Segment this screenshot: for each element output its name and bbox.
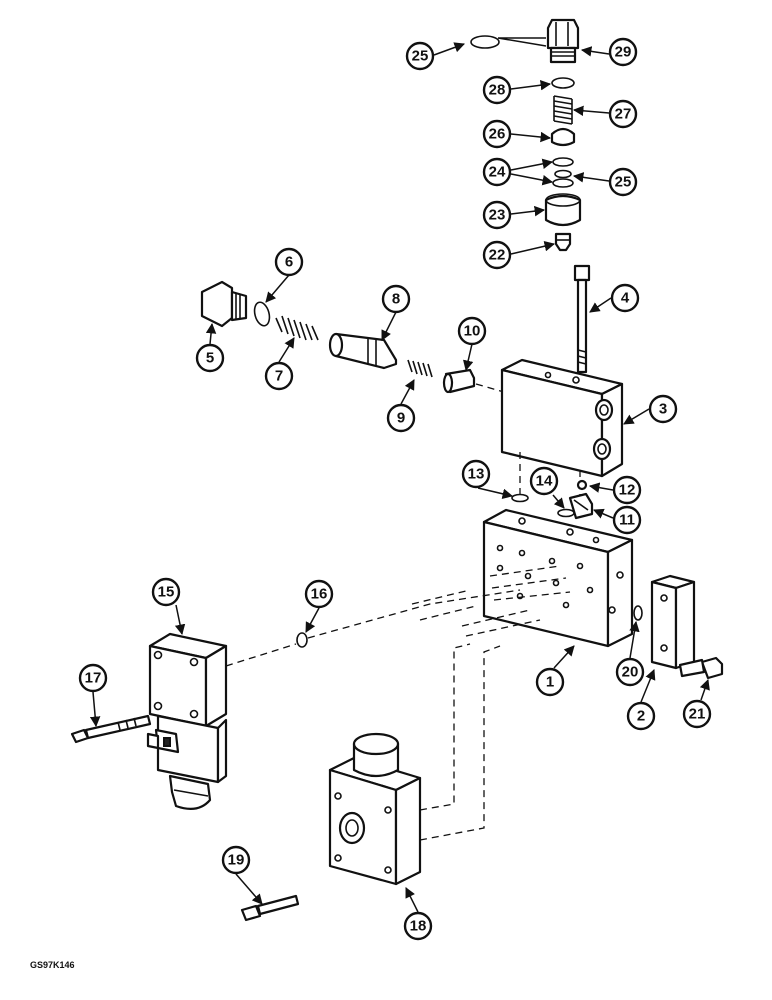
small-parts: [511, 452, 594, 520]
connection-lines: [225, 565, 571, 841]
svg-text:16: 16: [311, 586, 328, 603]
callout-3: 3: [648, 394, 678, 424]
callouts: 25 29 28 27 26 24 25 23 22 6 8 4 5 7 10 …: [78, 37, 712, 941]
svg-text:24: 24: [489, 164, 506, 181]
spring-9: [407, 359, 433, 378]
callout-21: 21: [682, 699, 712, 729]
plate-2: [650, 574, 696, 670]
svg-text:18: 18: [410, 918, 427, 935]
callout-22: 22: [482, 240, 512, 270]
svg-text:1: 1: [546, 674, 554, 691]
washer-20: [633, 605, 643, 621]
svg-text:20: 20: [622, 664, 639, 681]
pin-10: [442, 368, 476, 394]
svg-text:11: 11: [619, 512, 635, 529]
callout-29: 29: [608, 37, 638, 67]
svg-text:6: 6: [285, 254, 293, 271]
callout-27: 27: [608, 99, 638, 129]
svg-text:22: 22: [489, 247, 506, 264]
seat-23: [544, 193, 582, 227]
solenoid-valve-15: [146, 632, 228, 811]
svg-text:15: 15: [158, 584, 175, 601]
bolt-17: [70, 714, 152, 744]
spool-8: [328, 332, 398, 370]
fitting-11: [568, 492, 594, 520]
cartridge-assembly: [200, 280, 505, 394]
callout-2: 2: [626, 701, 656, 731]
callout-11: 11: [612, 505, 642, 535]
fitting-22: [554, 232, 572, 252]
svg-text:27: 27: [615, 106, 632, 123]
svg-text:26: 26: [489, 126, 506, 143]
callout-1: 1: [535, 667, 565, 697]
o-ring-28: [551, 77, 575, 89]
o-ring-16: [296, 632, 308, 648]
callout-8: 8: [381, 284, 411, 314]
svg-text:13: 13: [468, 466, 485, 483]
cartridge-valve-18: [328, 732, 422, 886]
svg-text:25: 25: [412, 48, 429, 65]
callout-25-top: 25: [405, 41, 435, 71]
svg-text:29: 29: [615, 44, 632, 61]
valve-body-3: [500, 264, 624, 478]
callout-26: 26: [482, 119, 512, 149]
callout-4: 4: [610, 283, 640, 313]
spring-27: [553, 95, 573, 125]
svg-text:19: 19: [228, 852, 245, 869]
bolt-19: [240, 894, 300, 922]
callout-16: 16: [304, 579, 334, 609]
callout-19: 19: [221, 845, 251, 875]
svg-text:21: 21: [689, 706, 706, 723]
relief-valve-stack: [470, 18, 582, 252]
callout-14: 14: [529, 466, 559, 496]
o-ring-14: [557, 508, 575, 518]
svg-text:28: 28: [489, 82, 506, 99]
o-ring-6: [253, 301, 271, 327]
plug-5: [200, 280, 248, 328]
svg-text:4: 4: [621, 290, 630, 307]
washer-24b: [552, 178, 574, 188]
callout-20: 20: [615, 657, 645, 687]
callout-17: 17: [78, 663, 108, 693]
callout-23: 23: [482, 200, 512, 230]
spring-7: [275, 315, 319, 341]
svg-text:5: 5: [206, 350, 214, 367]
svg-text:14: 14: [536, 473, 553, 490]
svg-text:7: 7: [275, 368, 283, 385]
poppet-26: [550, 127, 576, 147]
callout-24: 24: [482, 157, 512, 187]
callout-28: 28: [482, 75, 512, 105]
callout-15: 15: [151, 577, 181, 607]
washer-24a: [552, 157, 574, 167]
svg-text:9: 9: [397, 410, 405, 427]
callout-10: 10: [457, 316, 487, 346]
callout-12: 12: [612, 475, 642, 505]
svg-text:12: 12: [619, 482, 636, 499]
callout-7: 7: [264, 361, 294, 391]
svg-text:25: 25: [615, 174, 632, 191]
svg-text:8: 8: [392, 291, 400, 308]
callout-25-mid: 25: [608, 167, 638, 197]
o-ring-13: [511, 493, 529, 503]
manifold-1: [482, 508, 643, 648]
o-ring-25-top: [470, 35, 500, 49]
svg-text:17: 17: [85, 670, 102, 687]
callout-5: 5: [195, 343, 225, 373]
svg-text:3: 3: [659, 401, 667, 418]
svg-text:23: 23: [489, 207, 506, 224]
bolt-4: [573, 264, 591, 374]
ball-12: [576, 479, 588, 491]
figure-code: GS97K146: [30, 960, 75, 970]
callout-13: 13: [461, 459, 491, 489]
svg-text:2: 2: [637, 708, 645, 725]
plug-29: [546, 18, 580, 64]
callout-6: 6: [274, 247, 304, 277]
callout-9: 9: [386, 403, 416, 433]
bolt-21: [678, 656, 724, 680]
callout-18: 18: [403, 911, 433, 941]
o-ring-25-mid: [554, 169, 572, 179]
svg-text:10: 10: [464, 323, 481, 340]
